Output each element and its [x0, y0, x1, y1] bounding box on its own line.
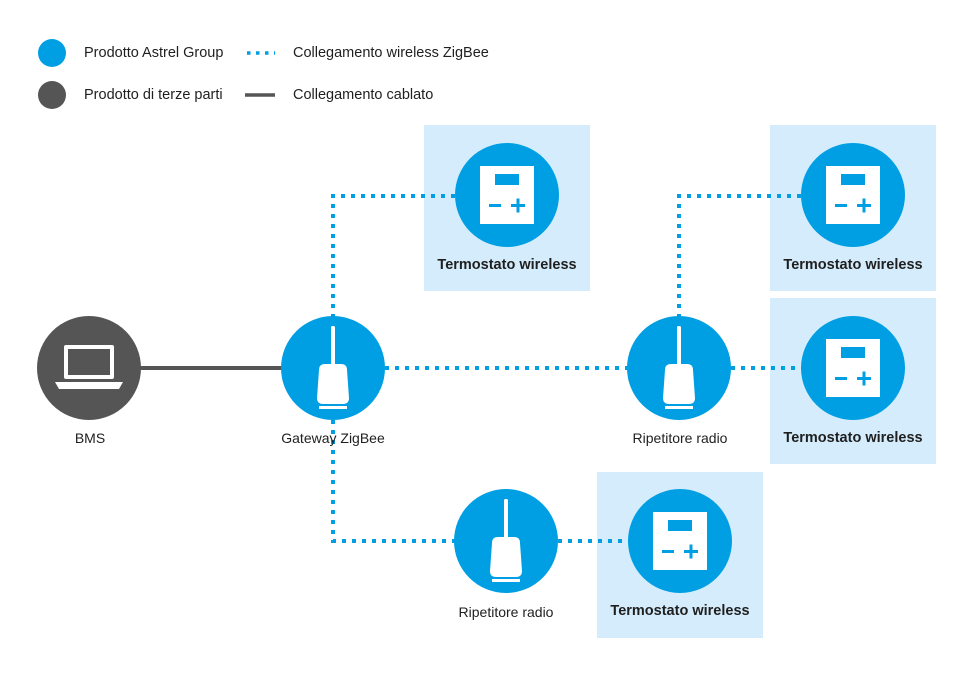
thermostat-right-top-node	[801, 143, 905, 247]
thermostat-bottom-node	[628, 489, 732, 593]
wireless-link-repeater-thermostat-right-top	[677, 194, 802, 318]
gateway-node	[281, 316, 385, 420]
legend-item-wireless-link: Collegamento wireless ZigBee	[245, 38, 489, 68]
radio-device-icon	[317, 326, 349, 409]
legend-label-wireless-link: Collegamento wireless ZigBee	[293, 45, 489, 61]
gray-dot-icon	[38, 81, 66, 109]
legend-item-wired-link: Collegamento cablato	[245, 80, 433, 110]
wireless-link-gateway-thermostat-top	[331, 194, 456, 318]
repeater-right-label: Ripetitore radio	[632, 430, 728, 446]
bms-label: BMS	[74, 430, 106, 446]
gateway-label: Gateway ZigBee	[281, 430, 385, 446]
thermostat-icon	[826, 339, 880, 397]
legend-label-third-party-product: Prodotto di terze parti	[84, 87, 223, 103]
blue-dot-icon	[38, 39, 66, 67]
legend-label-wired-link: Collegamento cablato	[293, 87, 434, 103]
thermostat-right-mid-node	[801, 316, 905, 420]
legend-item-third-party-product: Prodotto di terze parti	[38, 80, 223, 110]
thermostat-icon	[653, 512, 707, 570]
radio-device-icon	[490, 499, 522, 582]
thermostat-right-top-label: Termostato wireless	[783, 257, 923, 273]
legend-item-astrel-product: Prodotto Astrel Group	[38, 38, 223, 68]
radio-device-icon	[663, 326, 695, 409]
thermostat-top-node	[455, 143, 559, 247]
repeater-bottom-label: Ripetitore radio	[458, 604, 554, 620]
repeater-bottom-node	[454, 489, 558, 593]
thermostat-icon	[826, 166, 880, 224]
bms-node	[37, 316, 141, 420]
thermostat-bottom-label: Termostato wireless	[610, 603, 750, 619]
thermostat-top-label: Termostato wireless	[437, 257, 577, 273]
laptop-icon	[55, 345, 123, 389]
thermostat-icon	[480, 166, 534, 224]
wireless-link-gateway-repeater-bottom	[331, 420, 456, 543]
thermostat-right-mid-label: Termostato wireless	[783, 430, 923, 446]
legend-label-astrel-product: Prodotto Astrel Group	[84, 45, 224, 61]
repeater-right-node	[627, 316, 731, 420]
solid-line-icon	[245, 93, 275, 97]
